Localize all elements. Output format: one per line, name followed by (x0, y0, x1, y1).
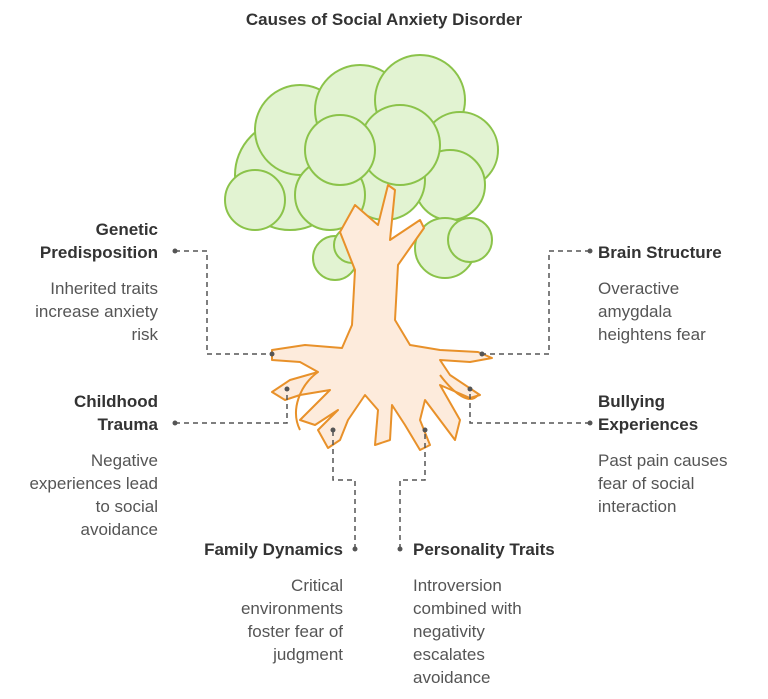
cause-genetic-heading: Genetic Predisposition (39, 220, 158, 262)
cause-family: Family Dynamics Critical environments fo… (204, 538, 343, 666)
cause-genetic-description: Inherited traits increase anxiety risk (35, 279, 158, 344)
cause-brain: Brain Structure Overactive amygdala heig… (598, 241, 722, 346)
cause-personality-heading: Personality Traits (413, 540, 555, 559)
connector-brain (482, 250, 590, 355)
cause-childhood: Childhood Trauma Negative experiences le… (29, 390, 158, 541)
cause-bullying: Bullying Experiences Past pain causes fe… (598, 390, 727, 518)
cause-genetic: Genetic Predisposition Inherited traits … (35, 218, 158, 346)
cause-childhood-description: Negative experiences lead to social avoi… (29, 451, 158, 539)
connector-genetic (175, 250, 272, 355)
diagram-title: Causes of Social Anxiety Disorder (245, 10, 523, 29)
cause-family-description: Critical environments foster fear of jud… (240, 576, 343, 664)
tree-trunk-and-roots (271, 184, 493, 451)
cause-childhood-heading: Childhood Trauma (73, 392, 158, 434)
connector-childhood (175, 389, 288, 424)
cause-personality: Personality Traits Introversion combined… (413, 538, 555, 689)
connector-dots (172, 248, 593, 552)
cause-brain-description: Overactive amygdala heightens fear (598, 279, 706, 344)
cause-bullying-description: Past pain causes fear of social interact… (598, 451, 728, 516)
cause-bullying-heading: Bullying Experiences (598, 392, 699, 434)
connector-lines (175, 250, 590, 549)
connector-bullying (469, 389, 590, 424)
cause-personality-description: Introversion combined with negativity es… (413, 576, 522, 687)
connector-personality (399, 430, 426, 549)
cause-family-heading: Family Dynamics (204, 540, 343, 559)
cause-brain-heading: Brain Structure (598, 243, 722, 262)
connector-family (332, 430, 356, 549)
